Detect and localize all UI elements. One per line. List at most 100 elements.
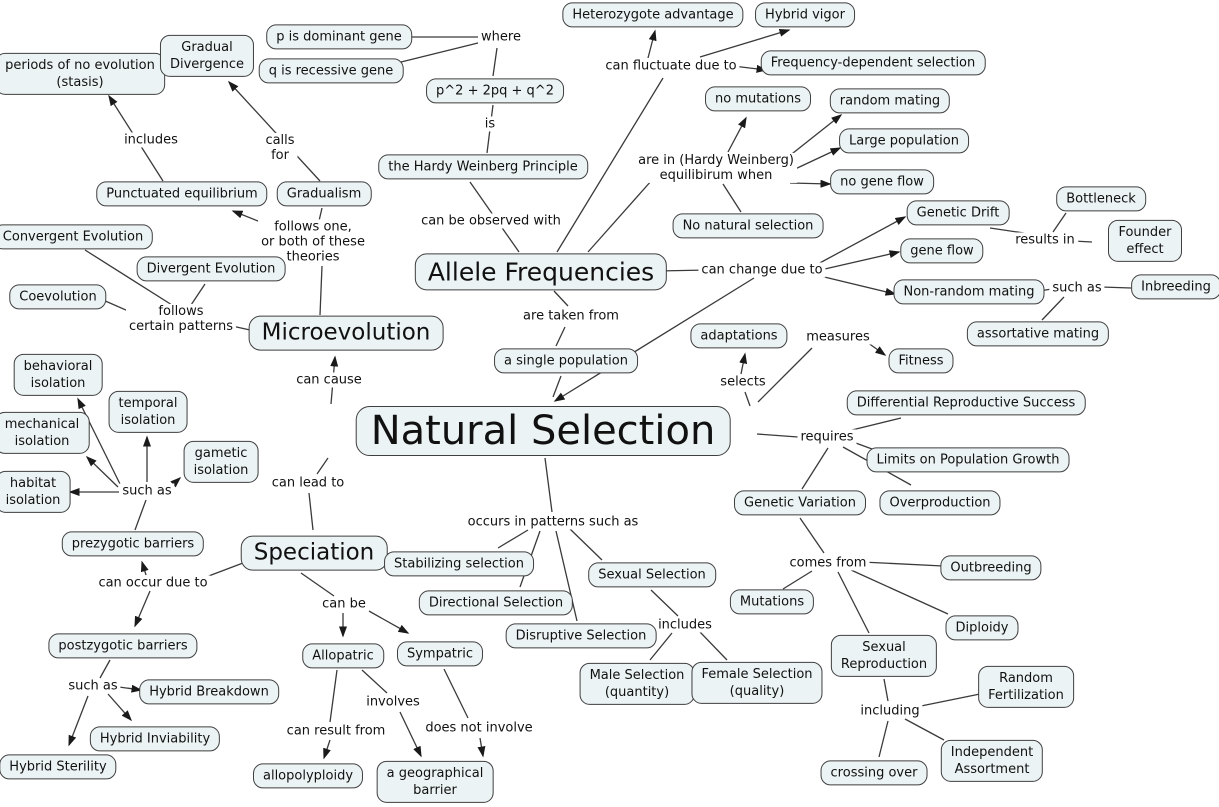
node-male-selection[interactable]: Male Selection (quantity) [579, 662, 695, 706]
node-directional-selection[interactable]: Directional Selection [418, 590, 574, 616]
node-allele-frequencies[interactable]: Allele Frequencies [414, 253, 668, 291]
link-can-lead-to[interactable]: can lead to [268, 475, 348, 491]
node-periods-of-no-evolution[interactable]: periods of no evolution (stasis) [0, 52, 165, 96]
node-overproduction[interactable]: Overproduction [879, 490, 1001, 516]
node-sexual-selection[interactable]: Sexual Selection [588, 562, 716, 588]
node-hybrid-sterility[interactable]: Hybrid Sterility [0, 754, 117, 780]
node-allopatric[interactable]: Allopatric [302, 643, 384, 669]
link-can-cause[interactable]: can cause [293, 372, 365, 388]
node-random-mating[interactable]: random mating [829, 88, 951, 114]
node-genetic-drift[interactable]: Genetic Drift [906, 200, 1010, 226]
edge-line [1052, 212, 1067, 233]
node-sympatric[interactable]: Sympatric [396, 641, 484, 667]
node-a-geographical-barrier[interactable]: a geographical barrier [376, 760, 494, 804]
node-female-selection[interactable]: Female Selection (quality) [691, 661, 823, 705]
node-non-random-mating[interactable]: Non-random mating [893, 279, 1045, 305]
link-can-be-observed-with[interactable]: can be observed with [418, 213, 564, 229]
node-prezygotic-barriers[interactable]: prezygotic barriers [61, 531, 205, 557]
link-including[interactable]: including [857, 703, 923, 719]
link-measures[interactable]: measures [803, 329, 873, 345]
node-disruptive-selection[interactable]: Disruptive Selection [505, 623, 657, 649]
node-mechanical-isolation[interactable]: mechanical isolation [0, 411, 90, 455]
edge-line [319, 265, 323, 316]
node-large-population[interactable]: Large population [839, 128, 969, 154]
link-are-in-equilibrium-when[interactable]: are in (Hardy Weinberg) equilibirum when [635, 152, 797, 184]
link-can-change-due-to[interactable]: can change due to [698, 262, 826, 278]
link-occurs-in-patterns[interactable]: occurs in patterns such as [464, 514, 642, 530]
node-no-natural-selection[interactable]: No natural selection [672, 213, 824, 239]
node-microevolution[interactable]: Microevolution [248, 315, 444, 351]
link-where[interactable]: where [478, 29, 524, 45]
node-hardy-weinberg-principle[interactable]: the Hardy Weinberg Principle [378, 154, 588, 180]
edge-line [904, 718, 945, 741]
link-includes[interactable]: includes [121, 132, 181, 148]
node-sexual-reproduction[interactable]: Sexual Reproduction [830, 634, 938, 678]
node-punctuated-equilibrium[interactable]: Punctuated equilibrium [96, 181, 268, 207]
node-divergent-evolution[interactable]: Divergent Evolution [136, 256, 286, 282]
node-bottleneck[interactable]: Bottleneck [1056, 186, 1146, 212]
link-such-as-hybrid[interactable]: such as [65, 678, 121, 694]
link-can-occur-due-to[interactable]: can occur due to [95, 575, 211, 591]
link-are-taken-from[interactable]: are taken from [520, 308, 622, 324]
node-diploidy[interactable]: Diploidy [945, 615, 1019, 641]
link-requires[interactable]: requires [797, 429, 857, 445]
node-coevolution[interactable]: Coevolution [9, 284, 107, 310]
link-can-fluctuate-due-to[interactable]: can fluctuate due to [602, 58, 740, 74]
link-does-not-involve[interactable]: does not involve [422, 720, 536, 736]
node-founder-effect[interactable]: Founder effect [1108, 219, 1182, 263]
node-allopolyploidy[interactable]: allopolyploidy [252, 763, 364, 789]
node-hardy-weinberg-equation[interactable]: p^2 + 2pq + q^2 [426, 78, 564, 104]
node-convergent-evolution[interactable]: Convergent Evolution [0, 224, 154, 250]
node-limits-on-population-growth[interactable]: Limits on Population Growth [866, 447, 1070, 473]
node-gene-flow[interactable]: gene flow [900, 238, 984, 264]
link-comes-from[interactable]: comes from [786, 555, 870, 571]
node-hybrid-inviability[interactable]: Hybrid Inviability [89, 726, 221, 752]
node-heterozygote-advantage[interactable]: Heterozygote advantage [562, 2, 744, 28]
node-hybrid-breakdown[interactable]: Hybrid Breakdown [139, 679, 279, 705]
node-independent-assortment[interactable]: Independent Assortment [940, 739, 1044, 783]
node-gametic-isolation[interactable]: gametic isolation [183, 440, 259, 484]
node-adaptations[interactable]: adaptations [690, 323, 788, 349]
node-temporal-isolation[interactable]: temporal isolation [108, 390, 188, 434]
link-involves[interactable]: involves [363, 694, 423, 710]
node-outbreeding[interactable]: Outbreeding [940, 555, 1042, 581]
node-p-is-dominant-gene[interactable]: p is dominant gene [266, 24, 412, 50]
link-such-as-isolation[interactable]: such as [119, 483, 175, 499]
link-selects[interactable]: selects [717, 374, 769, 390]
node-crossing-over[interactable]: crossing over [820, 760, 928, 786]
node-inbreeding[interactable]: Inbreeding [1131, 274, 1219, 300]
node-no-mutations[interactable]: no mutations [705, 86, 811, 112]
node-stabilizing-selection[interactable]: Stabilizing selection [384, 551, 534, 577]
node-postzygotic-barriers[interactable]: postzygotic barriers [48, 633, 198, 659]
node-a-single-population[interactable]: a single population [494, 348, 638, 374]
node-behavioral-isolation[interactable]: behavioral isolation [13, 353, 103, 397]
node-gradual-divergence[interactable]: Gradual Divergence [159, 34, 255, 78]
link-is[interactable]: is [481, 116, 499, 132]
node-no-gene-flow[interactable]: no gene flow [830, 169, 934, 195]
node-frequency-dependent-selection[interactable]: Frequency-dependent selection [760, 50, 986, 76]
link-such-as-nonrandom[interactable]: such as [1049, 280, 1105, 296]
edge-line [84, 249, 173, 306]
link-follows-one-or-both[interactable]: follows one, or both of these theories [258, 219, 368, 265]
node-differential-reproductive-success[interactable]: Differential Reproductive Success [846, 390, 1086, 416]
node-gradualism[interactable]: Gradualism [276, 181, 372, 207]
node-genetic-variation[interactable]: Genetic Variation [734, 490, 866, 516]
link-includes-sexual[interactable]: includes [655, 617, 715, 633]
node-q-is-recessive-gene[interactable]: q is recessive gene [258, 58, 404, 84]
edge-line [318, 207, 323, 222]
node-random-fertilization[interactable]: Random Fertilization [978, 665, 1074, 709]
node-habitat-isolation[interactable]: habitat isolation [0, 470, 71, 514]
node-hybrid-vigor[interactable]: Hybrid vigor [755, 2, 855, 28]
link-can-result-from[interactable]: can result from [283, 723, 389, 739]
link-results-in[interactable]: results in [1012, 232, 1078, 248]
edge-line [722, 183, 742, 213]
link-can-be[interactable]: can be [319, 596, 369, 612]
link-calls-for[interactable]: calls for [262, 132, 298, 164]
node-natural-selection[interactable]: Natural Selection [355, 406, 731, 456]
edge-line [556, 77, 664, 253]
node-assortative-mating[interactable]: assortative mating [966, 321, 1110, 347]
link-follows-certain-patterns[interactable]: follows certain patterns [125, 303, 237, 335]
node-fitness[interactable]: Fitness [888, 348, 954, 374]
node-mutations[interactable]: Mutations [729, 589, 815, 615]
node-speciation[interactable]: Speciation [240, 535, 388, 571]
